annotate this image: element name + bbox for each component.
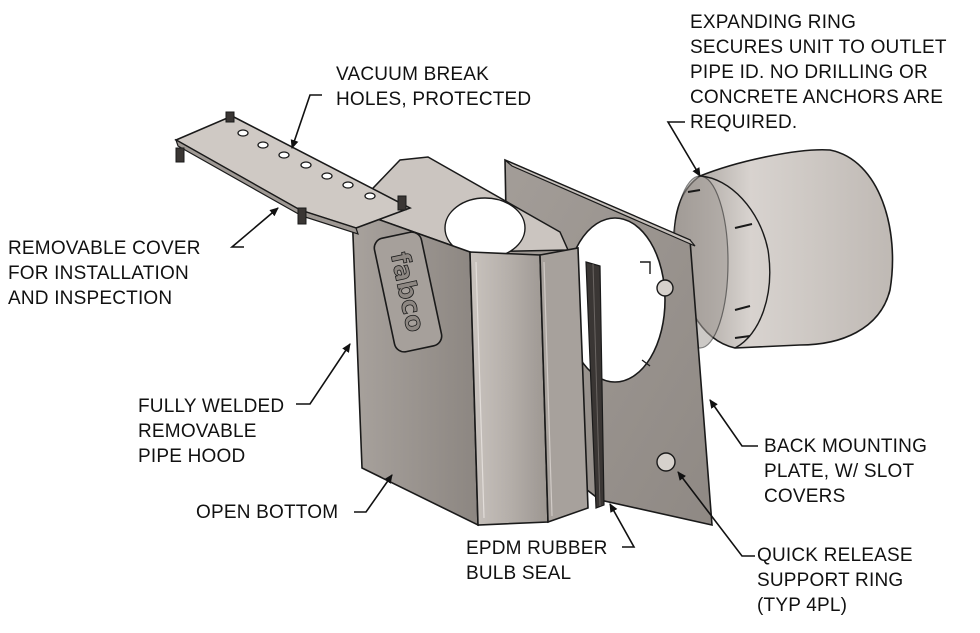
fabco-logo: fabco <box>373 231 443 353</box>
label-epdm-seal: EPDM RUBBER BULB SEAL <box>466 538 608 584</box>
label-vacuum-break: VACUUM BREAK HOLES, PROTECTED <box>336 64 532 110</box>
leader-lines <box>229 94 758 557</box>
expanding-ring <box>671 148 894 349</box>
label-pipe-hood: FULLY WELDED REMOVABLE PIPE HOOD <box>138 396 285 467</box>
removable-cover <box>174 111 412 235</box>
label-removable-cover: REMOVABLE COVER FOR INSTALLATION AND INS… <box>8 238 201 309</box>
label-quick-release: QUICK RELEASE SUPPORT RING (TYP 4PL) <box>757 545 913 616</box>
label-expanding-ring: EXPANDING RING SECURES UNIT TO OUTLET PI… <box>690 12 947 133</box>
vacuum-break-holes <box>237 129 376 200</box>
label-open-bottom: OPEN BOTTOM <box>196 502 339 523</box>
label-back-plate: BACK MOUNTING PLATE, W/ SLOT COVERS <box>764 436 928 507</box>
epdm-bulb-seal <box>585 261 605 509</box>
